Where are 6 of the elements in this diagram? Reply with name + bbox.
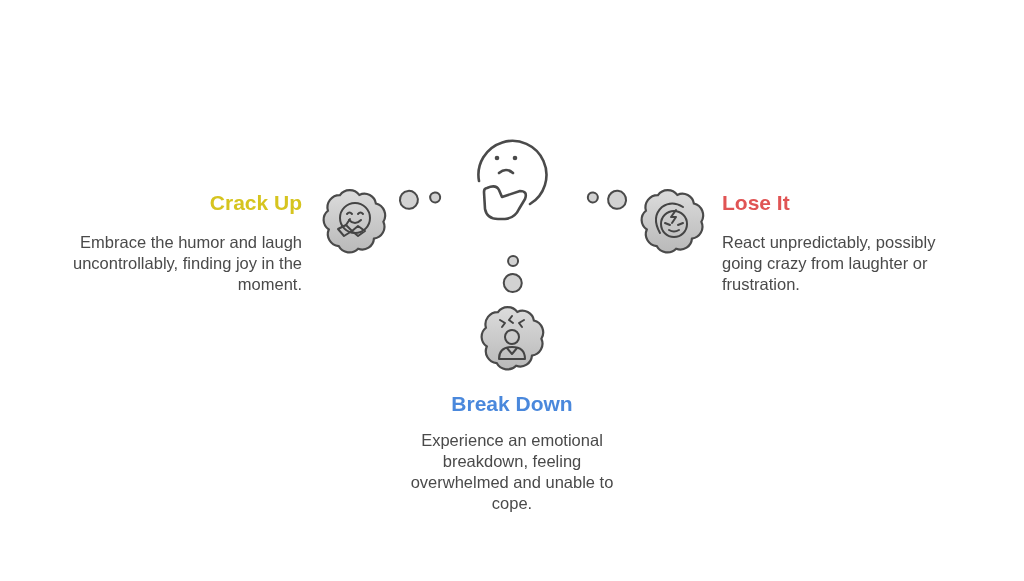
description-text: React unpredictably, possibly going crazy from laughter or frustration.: [722, 232, 937, 295]
option-title: Lose It: [722, 190, 790, 216]
description-text: Embrace the humor and laugh uncontrollably, finding joy in the moment.: [72, 232, 302, 295]
description-text: Experience an emotional breakdown, feeling overwhelmed and unable to cope.: [409, 430, 615, 514]
option-title: Crack Up: [209, 190, 302, 216]
option-title: Break Down: [451, 391, 573, 417]
